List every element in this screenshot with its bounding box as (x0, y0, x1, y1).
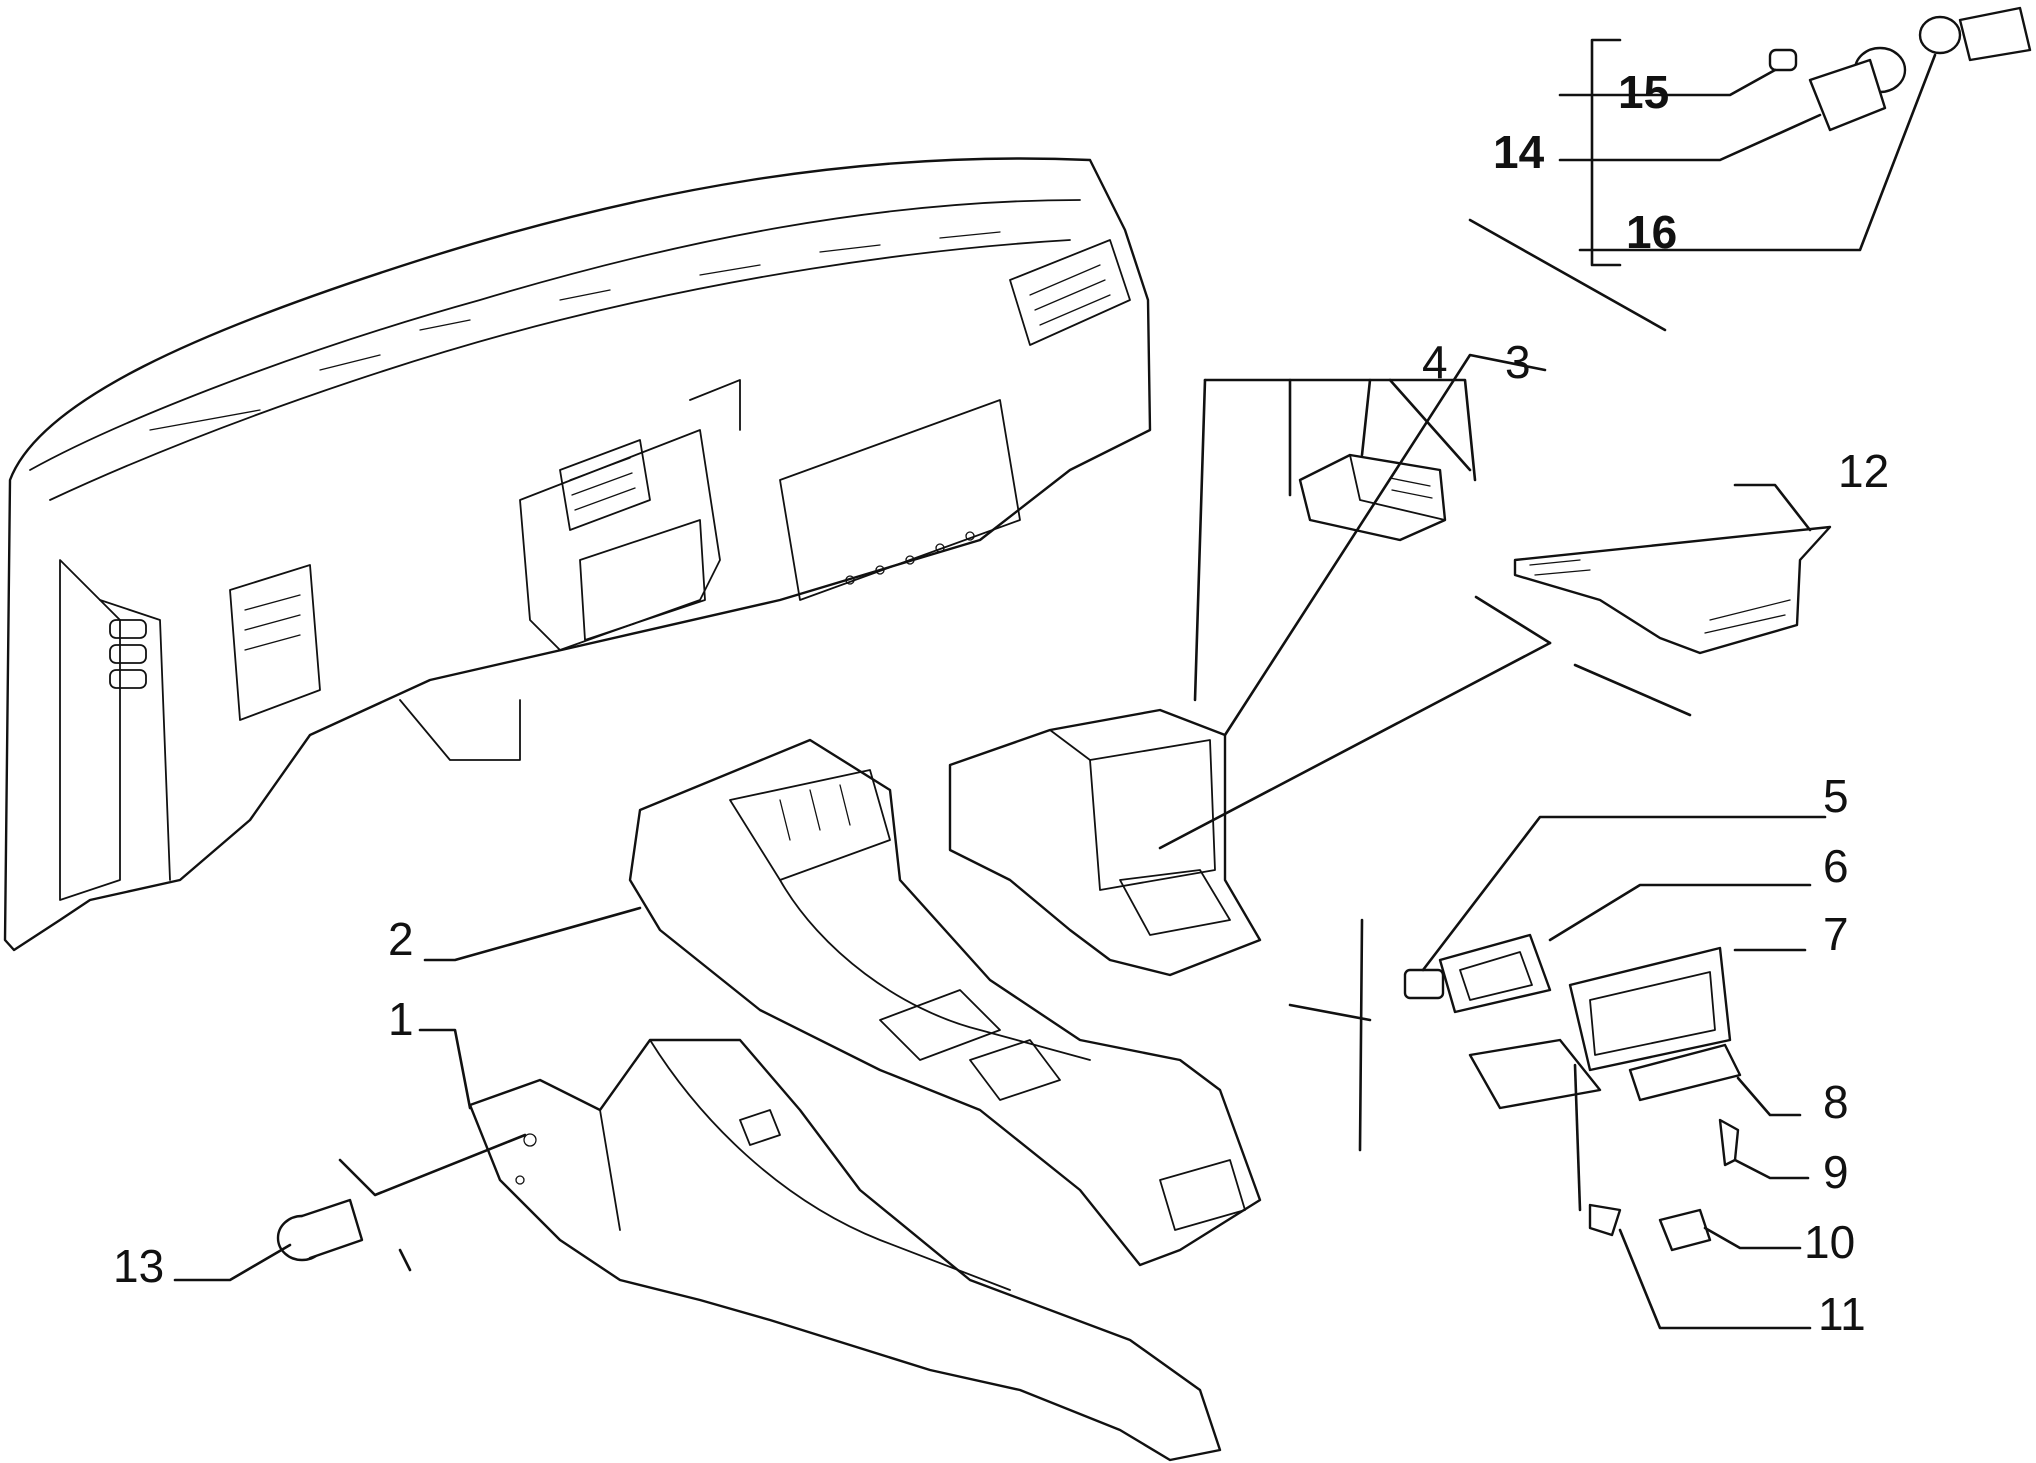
center-console-upper (628, 738, 1262, 1267)
callout-3: 3 (1505, 336, 1531, 388)
dashboard-assembly (3, 157, 1152, 952)
part-13-plug (276, 1198, 364, 1262)
cigar-lighter-group (1768, 6, 2032, 132)
callout-12: 12 (1838, 445, 1889, 497)
callout-11: 11 (1818, 1288, 1866, 1340)
part-11-screw (1588, 1203, 1622, 1237)
console-tunnel-housing (948, 708, 1262, 977)
part-7-frame (1568, 946, 1732, 1072)
callout-1: 1 (388, 993, 414, 1045)
center-console-lower (468, 1038, 1222, 1462)
callout-6: 6 (1823, 840, 1849, 892)
part-9-screw (1718, 1118, 1740, 1167)
part-8-lid (1628, 1043, 1742, 1102)
leader-lines (173, 38, 1937, 1330)
rubber-mat-part (1513, 525, 1832, 655)
callout-4: 4 (1422, 336, 1448, 388)
small-parts-group (1403, 933, 1742, 1252)
callout-15: 15 (1618, 66, 1669, 118)
callout-2: 2 (388, 913, 414, 965)
callout-14: 14 (1493, 126, 1545, 178)
callout-13: 13 (113, 1240, 164, 1292)
callout-8: 8 (1823, 1076, 1849, 1128)
callout-7: 7 (1823, 908, 1849, 960)
ashtray-part (1298, 453, 1447, 542)
callout-16: 16 (1626, 206, 1677, 258)
callout-labels: 1 2 3 4 5 6 7 8 9 10 11 12 13 14 15 16 (113, 66, 1889, 1340)
part-16-lighter (1918, 15, 1962, 55)
part-6-cover (1438, 933, 1552, 1014)
part-14-socket (1808, 58, 1887, 132)
part-5-clip (1403, 968, 1445, 1000)
callout-5: 5 (1823, 770, 1849, 822)
part-10-nut (1658, 1208, 1712, 1252)
callout-10: 10 (1804, 1216, 1855, 1268)
callout-9: 9 (1823, 1146, 1849, 1198)
part-15-bulb (1768, 48, 1798, 72)
